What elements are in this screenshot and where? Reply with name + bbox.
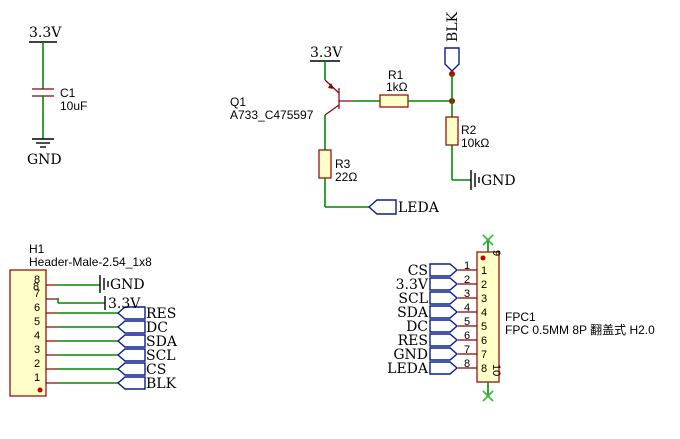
fpc1-pin-number-inner: 5 bbox=[481, 321, 487, 333]
q1-vcc-label: 3.3V bbox=[310, 45, 343, 61]
h1-pin1-marker bbox=[37, 387, 43, 393]
fpc1-net-tag bbox=[429, 333, 459, 347]
fpc1-pin9-nc-b bbox=[482, 234, 494, 246]
h1-pin-number: 4 bbox=[34, 330, 40, 342]
h1-net-tag bbox=[116, 376, 146, 390]
h1-net-tag bbox=[116, 334, 146, 348]
h1-body-pin-label: 8 bbox=[33, 281, 39, 293]
fpc1-pin-number-inner: 4 bbox=[481, 307, 487, 319]
c1-group: 3.3V GND C1 10uF bbox=[27, 25, 87, 168]
fpc1-net-label: SCL bbox=[398, 291, 428, 307]
h1-pin-number: 8 bbox=[34, 274, 40, 286]
h1-body bbox=[9, 269, 47, 397]
fpc1-ref: FPC1 bbox=[505, 310, 536, 324]
fpc1-net-label: CS bbox=[408, 263, 428, 279]
fpc1-net-tag bbox=[429, 263, 459, 277]
h1-gnd-label: GND bbox=[110, 277, 145, 293]
fpc1-pin10-nc-b bbox=[482, 390, 494, 402]
fpc1-pin-number-outer: 4 bbox=[464, 302, 470, 314]
fpc1-pin-number-inner: 6 bbox=[481, 335, 487, 347]
fpc1-net-label: GND bbox=[393, 347, 428, 363]
fpc1-pin-number-inner: 3 bbox=[481, 293, 487, 305]
h1-pin-number: 1 bbox=[34, 372, 40, 384]
h1-net-label: SDA bbox=[146, 334, 178, 350]
h1-pin-number: 3 bbox=[34, 344, 40, 356]
leda-net-label: LEDA bbox=[398, 200, 440, 216]
h1-net-label: CS bbox=[146, 362, 166, 378]
q1-group: 3.3V Q1 A733_C475597 R1 1kΩ BLK R2 10kΩ … bbox=[230, 11, 516, 216]
fpc1-pin-number-outer: 3 bbox=[464, 288, 470, 300]
fpc1-net-tag bbox=[429, 291, 459, 305]
h1-value: Header-Male-2.54_1x8 bbox=[29, 255, 152, 269]
fpc1-net-tag bbox=[429, 305, 459, 319]
c1-value: 10uF bbox=[60, 99, 87, 113]
fpc1-pin-number-outer: 5 bbox=[464, 316, 470, 328]
fpc1-value: FPC 0.5MM 8P 翻盖式 H2.0 bbox=[505, 323, 655, 337]
fpc1-net-label: DC bbox=[406, 319, 428, 335]
h1-pin-number: 5 bbox=[34, 316, 40, 328]
fpc1-pin-number-inner: 2 bbox=[481, 279, 487, 291]
fpc1-net-tag bbox=[429, 277, 459, 291]
fpc1-pin-number-outer: 2 bbox=[464, 274, 470, 286]
h1-ref: H1 bbox=[29, 242, 45, 256]
fpc1-pin-number-inner: 7 bbox=[481, 349, 487, 361]
r2-ref: R2 bbox=[461, 123, 477, 137]
h1-net-label: DC bbox=[146, 320, 168, 336]
r2-value: 10kΩ bbox=[461, 136, 489, 150]
fpc1-net-label: 3.3V bbox=[396, 277, 429, 293]
fpc1-pin-number-outer: 6 bbox=[464, 330, 470, 342]
r2-body bbox=[445, 116, 459, 146]
h1-pin-number: 2 bbox=[34, 358, 40, 370]
r3-value: 22Ω bbox=[335, 170, 357, 184]
r1-body bbox=[379, 94, 409, 108]
fpc1-pin10-label: 10 bbox=[490, 364, 502, 376]
h1-net-label: SCL bbox=[146, 348, 176, 364]
fpc1-pin-number-outer: 8 bbox=[464, 358, 470, 370]
h1-net-tag bbox=[116, 348, 146, 362]
r1-value: 1kΩ bbox=[386, 80, 408, 94]
fpc1-net-tag bbox=[429, 361, 459, 375]
fpc1-pin9-label: 9 bbox=[490, 250, 502, 256]
fpc1-pin-number-outer: 1 bbox=[464, 260, 470, 272]
h1-pin-number: 7 bbox=[34, 288, 40, 300]
q1-value: A733_C475597 bbox=[230, 108, 314, 122]
h1-net-tag bbox=[116, 306, 146, 320]
fpc1-pin1-marker bbox=[480, 255, 486, 261]
r3-ref: R3 bbox=[335, 157, 351, 171]
blk-net-label: BLK bbox=[445, 11, 461, 42]
q1-ref: Q1 bbox=[230, 95, 246, 109]
c1-gnd-label: GND bbox=[27, 152, 62, 168]
r1-ref: R1 bbox=[388, 68, 404, 82]
blk-net-tag bbox=[444, 47, 460, 72]
h1-net-tag bbox=[116, 320, 146, 334]
q1-emitter-arrow bbox=[328, 83, 334, 89]
fpc1-net-label: LEDA bbox=[387, 361, 429, 377]
q1-collector-leg bbox=[324, 104, 340, 116]
fpc1-net-tag bbox=[429, 319, 459, 333]
r2-gnd-label: GND bbox=[481, 173, 516, 189]
fpc1-pin-number-inner: 1 bbox=[481, 265, 487, 277]
fpc1-pin-number-outer: 7 bbox=[464, 344, 470, 356]
fpc1-net-label: RES bbox=[398, 333, 428, 349]
fpc1-net-label: SDA bbox=[397, 305, 429, 321]
h1-pin-number: 6 bbox=[34, 302, 40, 314]
c1-vcc-label: 3.3V bbox=[29, 25, 62, 41]
fpc1-pin-number-inner: 8 bbox=[481, 363, 487, 375]
h1-net-tag bbox=[116, 362, 146, 376]
r3-body bbox=[318, 149, 332, 179]
h1-vcc-label: 3.3V bbox=[108, 296, 141, 312]
leda-net-tag bbox=[367, 199, 397, 215]
h1-net-label: BLK bbox=[146, 376, 177, 392]
c1-ref: C1 bbox=[60, 86, 76, 100]
fpc1-net-tag bbox=[429, 347, 459, 361]
h1-net-label: RES bbox=[146, 306, 176, 322]
